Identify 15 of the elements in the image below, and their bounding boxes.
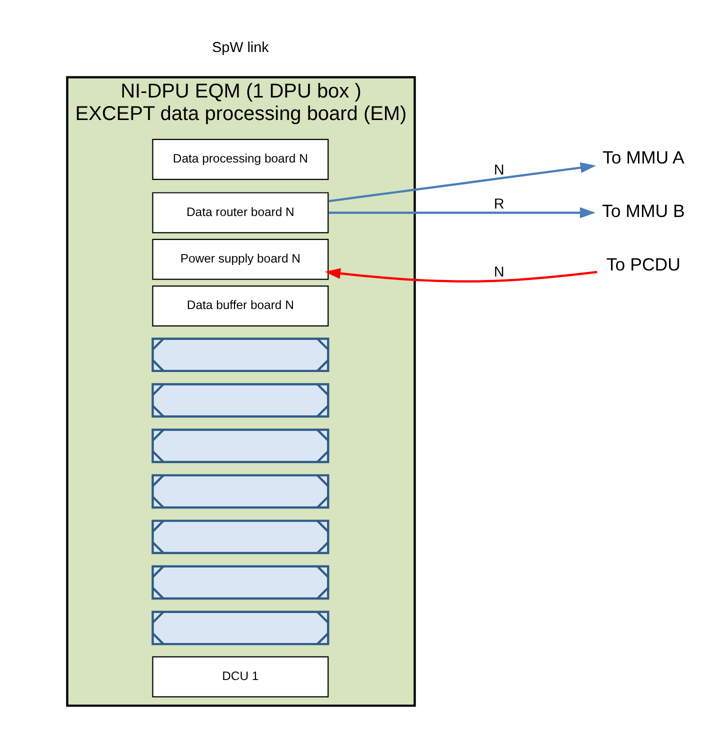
node-box: Data buffer board N — [152, 284, 329, 326]
node-text: To MMU A — [602, 147, 684, 168]
node-box: Data router board N — [152, 192, 329, 233]
arrow — [328, 162, 596, 202]
node-text: To PCDU — [606, 254, 680, 274]
edge-label: N — [494, 264, 504, 280]
edge-label: R — [494, 196, 504, 212]
arrow — [324, 268, 598, 282]
label: SpW link — [212, 40, 269, 56]
node-box: Power supply board N — [152, 238, 329, 280]
node-box: DCU 1 — [152, 656, 329, 697]
edge-label: N — [494, 162, 504, 178]
node-box: Data processing board N — [152, 138, 329, 180]
arrow — [328, 206, 596, 218]
node-text: To MMU B — [602, 200, 685, 220]
